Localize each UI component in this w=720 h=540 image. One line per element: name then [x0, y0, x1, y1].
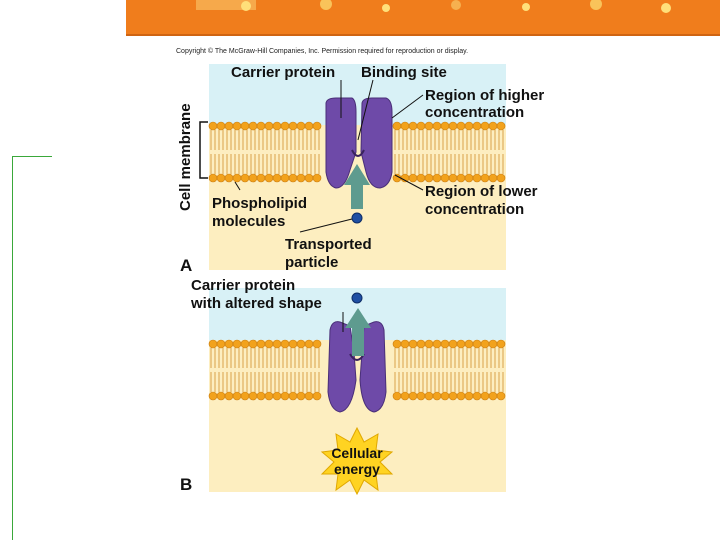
altered-carrier-label-2: with altered shape	[190, 295, 322, 312]
released-particle	[351, 292, 363, 304]
panel-a-arrow	[344, 164, 370, 209]
phospholipid-pointer	[234, 181, 241, 191]
panel-a-letter: A	[180, 256, 192, 275]
top-banner	[126, 0, 720, 34]
cell-membrane-label: Cell membrane	[177, 103, 194, 211]
lower-concentration-pointer	[394, 174, 424, 191]
panel-a-extracellular	[209, 64, 506, 125]
transported-particle-label-1: Transported	[285, 236, 372, 253]
cellular-energy-burst	[320, 426, 394, 496]
panel-b-arrow	[345, 308, 371, 356]
altered-carrier-label-1: Carrier protein	[191, 277, 295, 294]
side-decoration-horizontal	[12, 156, 52, 157]
panel-a	[199, 64, 506, 270]
binding-site-pointer	[357, 79, 374, 141]
phospholipid-label-1: Phospholipid	[212, 195, 307, 212]
banner-decoration	[126, 0, 720, 34]
panel-a-carrier-protein	[325, 97, 393, 189]
panel-b-carrier-protein	[327, 321, 387, 413]
higher-concentration-label-2: concentration	[425, 104, 524, 121]
cellular-energy-label-2: energy	[334, 461, 380, 477]
phospholipid-label-2: molecules	[212, 213, 285, 230]
transported-particle-label-2: particle	[285, 254, 338, 271]
binding-site-label: Binding site	[361, 64, 447, 81]
higher-concentration-pointer	[391, 94, 424, 119]
transported-particle	[351, 212, 363, 224]
side-decoration-vertical	[12, 156, 13, 540]
panel-b-membrane	[208, 339, 506, 401]
banner-underline	[126, 34, 720, 36]
lower-concentration-label-2: concentration	[425, 201, 524, 218]
panel-a-membrane	[208, 121, 506, 183]
lower-concentration-label-1: Region of lower	[425, 183, 538, 200]
particle-pointer	[299, 218, 353, 233]
panel-b	[208, 288, 506, 496]
higher-concentration-label-1: Region of higher	[425, 87, 544, 104]
binding-site-pocket	[351, 149, 365, 157]
cell-membrane-bracket	[199, 121, 208, 179]
cellular-energy-label-1: Cellular	[331, 445, 383, 461]
copyright-notice: Copyright © The McGraw-Hill Companies, I…	[176, 48, 469, 55]
panel-b-letter: B	[180, 475, 192, 494]
carrier-protein-label: Carrier protein	[231, 64, 335, 81]
